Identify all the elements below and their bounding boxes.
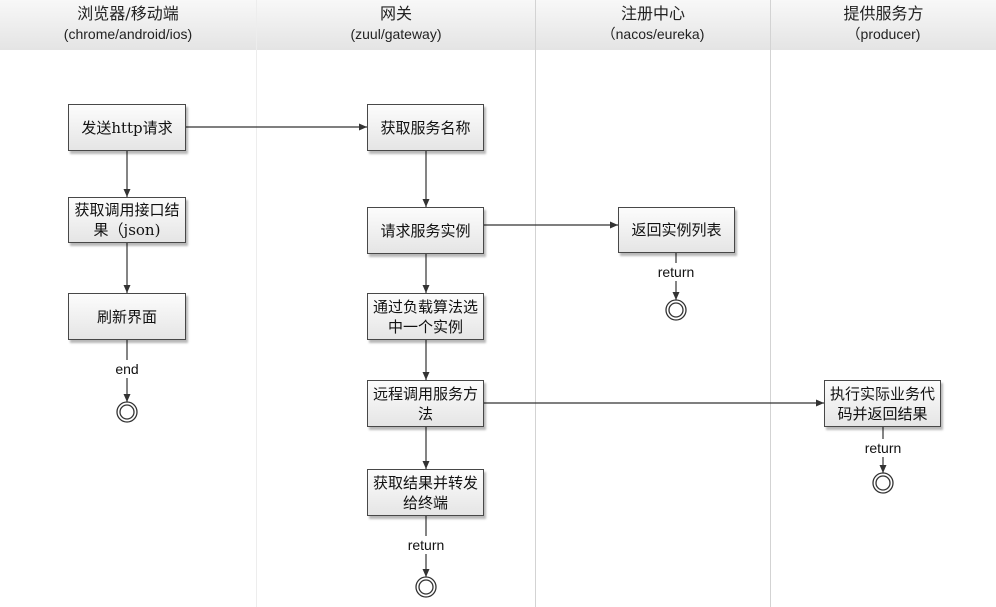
end-node-inner-ring (875, 475, 891, 491)
terminal-label-return-gateway: return (407, 537, 445, 553)
node-remote-call-service: 远程调用服务方法 (367, 380, 484, 427)
node-label: 获取结果并转发给终端 (372, 473, 478, 512)
node-label: 获取调用接口结果（json) (74, 201, 180, 239)
terminal-label-end: end (115, 361, 139, 377)
lane-browser: 浏览器/移动端 (chrome/android/ios) (0, 0, 257, 607)
end-node-gateway (415, 576, 437, 598)
node-execute-business-code: 执行实际业务代码并返回结果 (824, 380, 941, 427)
node-label: 请求服务实例 (380, 221, 471, 240)
lane-title: 注册中心 (620, 4, 685, 23)
end-node-producer (872, 472, 894, 494)
node-get-service-name: 获取服务名称 (367, 104, 484, 151)
lane-header-gateway: 网关 (zuul/gateway) (257, 0, 535, 50)
end-node-inner-ring (418, 579, 434, 595)
node-label: 发送http请求 (81, 118, 173, 137)
node-get-result-json: 获取调用接口结果（json) (68, 197, 186, 243)
lane-registry: 注册中心 （nacos/eureka) (536, 0, 771, 607)
lane-producer: 提供服务方 （producer) (771, 0, 996, 607)
terminal-label-return-registry: return (657, 264, 695, 280)
lane-gateway: 网关 (zuul/gateway) (257, 0, 536, 607)
lane-subtitle: （nacos/eureka) (601, 26, 705, 42)
lane-header-registry: 注册中心 （nacos/eureka) (536, 0, 770, 50)
end-node-registry (665, 299, 687, 321)
node-refresh-ui: 刷新界面 (68, 293, 186, 340)
node-label: 远程调用服务方法 (372, 384, 478, 423)
lane-title: 网关 (379, 4, 412, 23)
node-label: 通过负载算法选中一个实例 (372, 297, 478, 336)
node-label: 获取服务名称 (380, 118, 471, 137)
lane-subtitle: (chrome/android/ios) (63, 26, 193, 42)
node-select-instance-load-balance: 通过负载算法选中一个实例 (367, 293, 484, 340)
lane-header-producer: 提供服务方 （producer) (771, 0, 996, 50)
end-node-browser (116, 401, 138, 423)
node-label: 刷新界面 (96, 307, 157, 326)
node-label: 返回实例列表 (631, 221, 722, 239)
lane-header-browser: 浏览器/移动端 (chrome/android/ios) (0, 0, 256, 50)
node-label: 执行实际业务代码并返回结果 (829, 384, 935, 423)
lane-title: 提供服务方 (843, 4, 924, 23)
node-request-service-instances: 请求服务实例 (367, 207, 484, 254)
lane-title: 浏览器/移动端 (77, 4, 179, 23)
terminal-label-return-producer: return (864, 440, 902, 456)
lane-subtitle: （producer) (846, 26, 921, 42)
end-node-inner-ring (668, 302, 684, 318)
lane-subtitle: (zuul/gateway) (350, 26, 442, 42)
end-node-inner-ring (119, 404, 135, 420)
node-send-http-request: 发送http请求 (68, 104, 186, 151)
node-return-instance-list: 返回实例列表 (618, 207, 735, 253)
node-forward-result: 获取结果并转发给终端 (367, 469, 484, 516)
